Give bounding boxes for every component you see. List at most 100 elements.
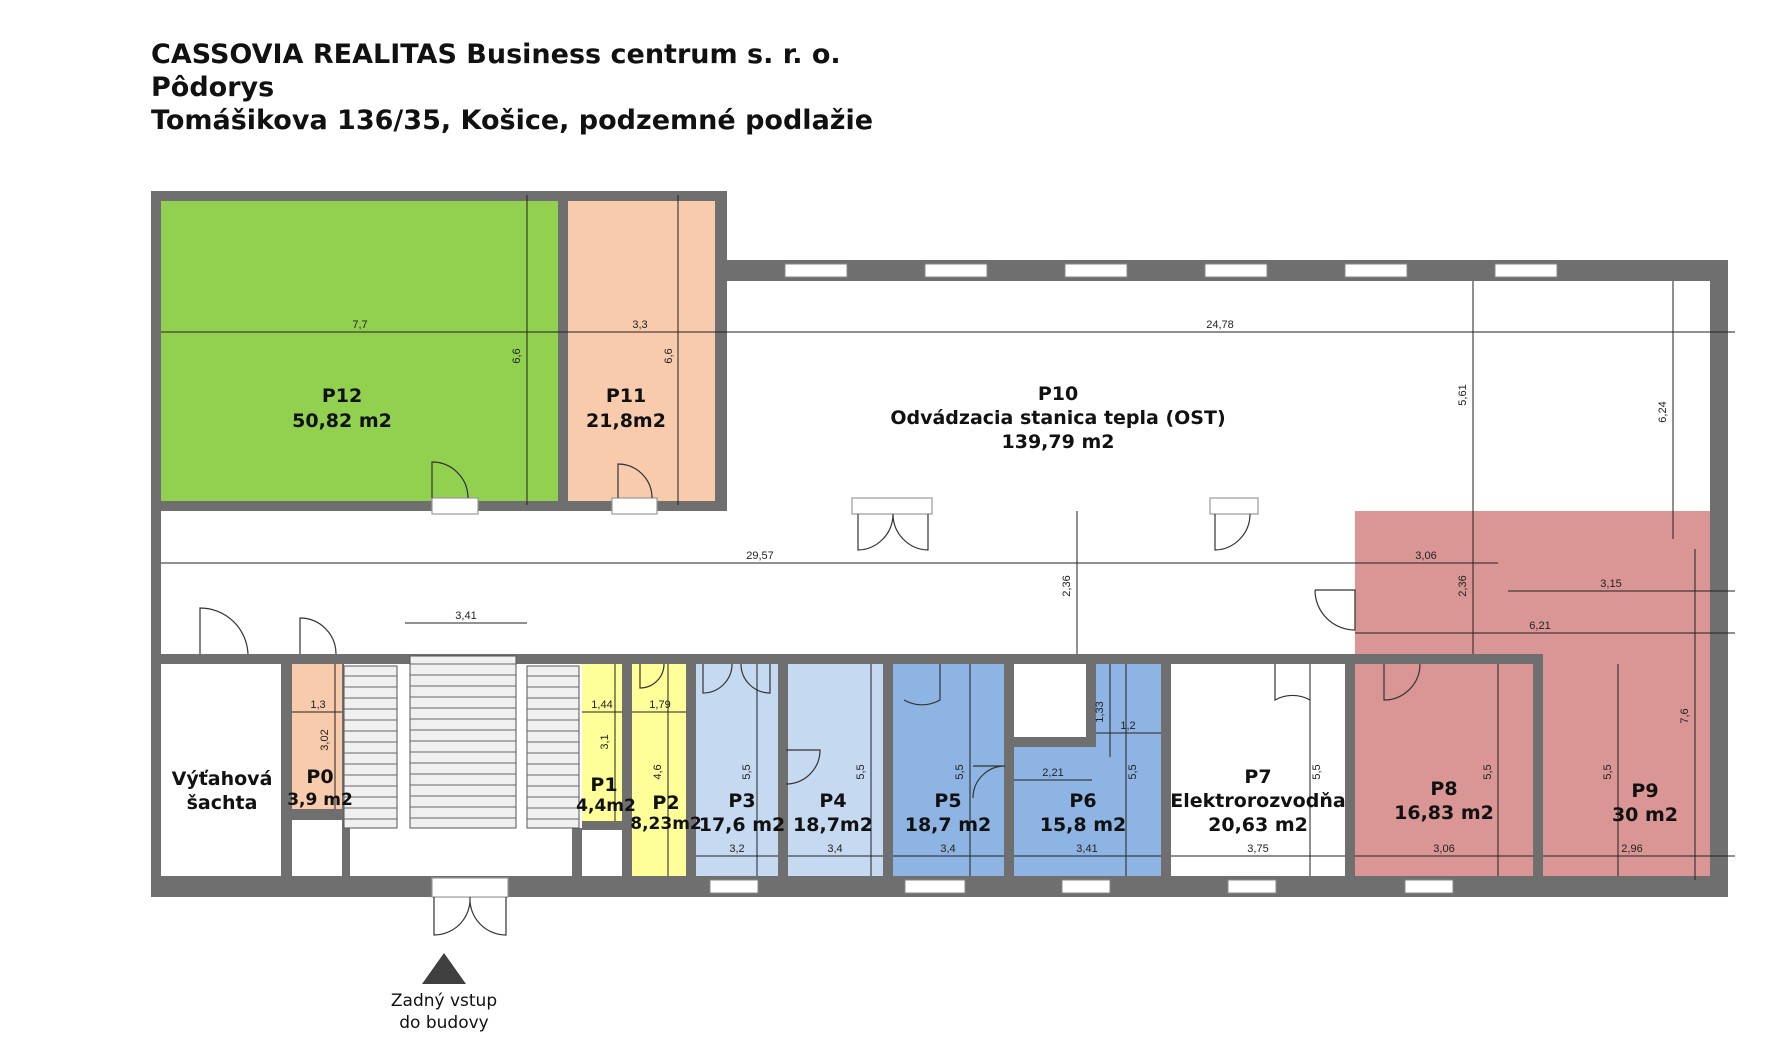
dim-corridor-width: 29,57: [746, 550, 774, 562]
p4-area: 18,7m2: [793, 814, 873, 836]
dim-stairs-width: 3,41: [455, 610, 476, 622]
p9-area: 30 m2: [1612, 804, 1678, 826]
company-title: CASSOVIA REALITAS Business centrum s. r.…: [151, 39, 841, 70]
p6-notch: [1014, 664, 1086, 737]
p3-name: P3: [728, 790, 755, 812]
dim-p4-height: 5,5: [855, 764, 867, 779]
p10-right-notch: [1508, 281, 1710, 539]
room-p12[interactable]: [161, 201, 558, 501]
staircase: [343, 655, 580, 829]
dim-p9-width: 2,96: [1621, 843, 1642, 855]
room-p6-lower[interactable]: [1014, 747, 1161, 876]
dim-corridor-height: 2,36: [1061, 575, 1073, 596]
p4-name: P4: [819, 790, 846, 812]
dim-p11-height: 6,6: [663, 348, 675, 363]
p9-name: P9: [1631, 780, 1658, 802]
dim-p0-width: 1,3: [310, 699, 325, 711]
p89-link: [1355, 511, 1710, 654]
dim-p11-width: 3,3: [632, 319, 647, 331]
dim-p6-mid-width: 2,21: [1042, 767, 1063, 779]
dim-p9-top: 3,15: [1600, 578, 1621, 590]
dim-p10-height-1: 5,61: [1457, 384, 1469, 405]
shaft-label-2: šachta: [187, 792, 258, 814]
dim-p5-height: 5,5: [954, 764, 966, 779]
p3-area: 17,6 m2: [699, 814, 786, 836]
dim-p6-width: 3,41: [1076, 843, 1097, 855]
p10-name: P10: [1038, 383, 1078, 405]
plan-header: CASSOVIA REALITAS Business centrum s. r.…: [151, 38, 873, 137]
doors: [199, 461, 1421, 799]
p8-name: P8: [1430, 778, 1457, 800]
dim-p9-height: 7,6: [1679, 708, 1691, 723]
entry-label-2: do budovy: [399, 1013, 488, 1033]
room-p11[interactable]: [568, 201, 715, 501]
p0-area: 3,9 m2: [287, 790, 353, 810]
p1-name: P1: [590, 774, 617, 796]
p11-name: P11: [606, 385, 646, 407]
p2-name: P2: [652, 792, 679, 814]
dim-p3-width: 3,2: [729, 843, 744, 855]
p12-area: 50,82 m2: [292, 410, 392, 432]
p7-desc: Elektrorozvodňa: [1170, 790, 1345, 812]
room-p7[interactable]: [1171, 664, 1345, 876]
p10-desc: Odvádzacia stanica tepla (OST): [890, 407, 1225, 429]
room-shaft: [161, 664, 281, 876]
dim-p12-width: 7,7: [352, 319, 367, 331]
dim-p2-height: 4,6: [652, 764, 664, 779]
room-p2[interactable]: [632, 664, 686, 876]
entry-label-1: Zadný vstup: [391, 991, 497, 1011]
dim-p6-height: 5,5: [1127, 764, 1139, 779]
dim-p8-height-2: 5,5: [1482, 764, 1494, 779]
p2-area: 8,23m2: [630, 814, 702, 834]
dimension-lines: [161, 195, 1735, 880]
rear-entrance-door[interactable]: [431, 877, 509, 936]
entry-arrow-icon: [422, 953, 466, 984]
room-p8[interactable]: [1355, 664, 1533, 876]
p5-name: P5: [934, 790, 961, 812]
dim-p12-height: 6,6: [511, 348, 523, 363]
p12-name: P12: [322, 385, 362, 407]
p5-area: 18,7 m2: [905, 814, 992, 836]
p1-area: 4,4m2: [576, 796, 636, 816]
p10-area: 139,79 m2: [1002, 431, 1115, 453]
p6-area: 15,8 m2: [1040, 814, 1127, 836]
dim-p2-width: 1,79: [649, 699, 670, 711]
p11-area: 21,8m2: [586, 410, 666, 432]
p0-name: P0: [306, 766, 333, 788]
address-line: Tomášikova 136/35, Košice, podzemné podl…: [151, 105, 874, 136]
windows: [709, 263, 1558, 894]
p1-closet: [582, 830, 622, 876]
dim-p8-height: 2,36: [1457, 575, 1469, 596]
dim-p8-top: 3,06: [1415, 550, 1436, 562]
room-p5[interactable]: [893, 664, 1004, 876]
room-p3[interactable]: [696, 664, 778, 876]
stair-treads: [344, 663, 579, 820]
dim-p7-height: 5,5: [1311, 764, 1323, 779]
corridor-floor: [161, 511, 1355, 654]
dim-p5-width: 3,4: [940, 843, 955, 855]
dim-p1-width: 1,44: [591, 699, 612, 711]
dim-p7-width: 3,75: [1247, 843, 1268, 855]
dim-p1-height: 3,1: [599, 734, 611, 749]
dim-p6-small: 1,2: [1120, 720, 1135, 732]
dim-p4-width: 3,4: [827, 843, 842, 855]
dim-p10-height-2: 6,24: [1657, 401, 1669, 422]
room-p4[interactable]: [788, 664, 883, 876]
dim-p0-height: 3,02: [319, 729, 331, 750]
p8-area: 16,83 m2: [1394, 802, 1494, 824]
dim-p9-mid: 6,21: [1529, 620, 1550, 632]
p6-name: P6: [1069, 790, 1096, 812]
dim-p10-width: 24,78: [1206, 319, 1234, 331]
shaft-label-1: Výťahová: [172, 768, 273, 790]
dim-p3-height: 5,5: [741, 764, 753, 779]
dim-p9-height-2: 5,5: [1602, 764, 1614, 779]
p10-corridor-link: [727, 281, 1508, 511]
room-p0[interactable]: [292, 664, 342, 809]
document-type: Pôdorys: [151, 72, 275, 103]
dim-p6-top-width: 1,33: [1094, 701, 1106, 722]
stairs-landing: [350, 828, 572, 876]
dim-p8-width: 3,06: [1433, 843, 1454, 855]
p7-area: 20,63 m2: [1208, 814, 1308, 836]
p7-name: P7: [1244, 766, 1271, 788]
